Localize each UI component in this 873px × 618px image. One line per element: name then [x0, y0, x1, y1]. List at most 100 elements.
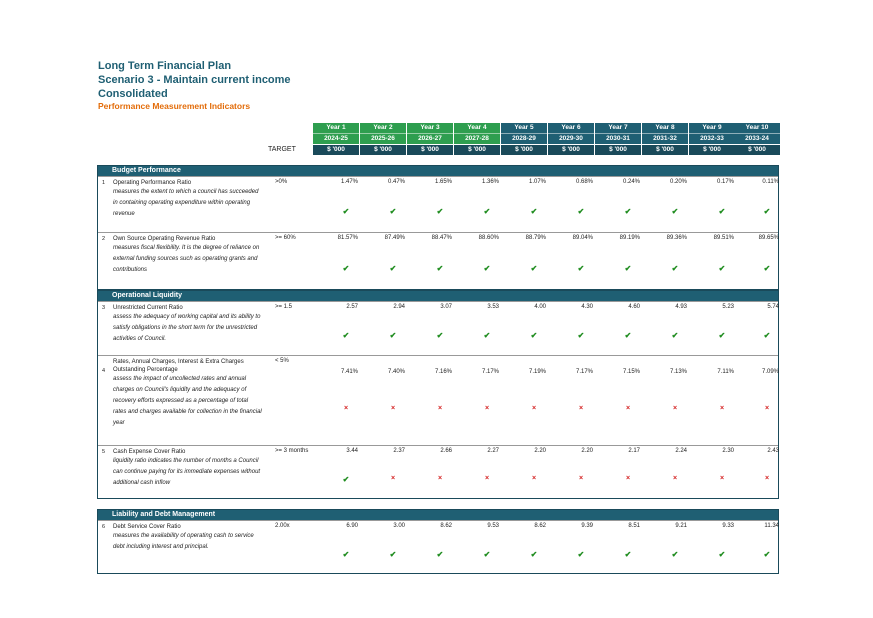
cross-icon: × — [390, 475, 396, 482]
indicator-value: 0.24% — [622, 179, 640, 185]
check-icon: ✔ — [483, 550, 491, 559]
cross-icon: × — [343, 405, 349, 412]
indicator-value: 89.19% — [619, 235, 640, 241]
year-unit: $ '000 — [501, 144, 547, 155]
year-label: Year 7 — [595, 123, 641, 133]
year-unit: $ '000 — [313, 144, 359, 155]
check-icon: ✔ — [718, 331, 726, 340]
indicator-value: 9.53 — [487, 523, 499, 529]
indicator-value: 11.34 — [764, 523, 779, 529]
year-period: 2033-24 — [734, 133, 780, 144]
check-icon: ✔ — [389, 550, 397, 559]
year-period: 2024-25 — [313, 133, 359, 144]
cross-icon: × — [484, 405, 490, 412]
check-icon: ✔ — [624, 331, 632, 340]
year-label: Year 5 — [501, 123, 547, 133]
indicator-description: liquidity ratio indicates the number of … — [113, 458, 261, 486]
check-icon: ✔ — [718, 207, 726, 216]
indicator-description: assess the adequacy of working capital a… — [113, 314, 261, 342]
check-icon: ✔ — [342, 550, 350, 559]
year-label: Year 9 — [689, 123, 735, 133]
indicator-value: 2.17 — [628, 448, 640, 454]
indicator-target: 2.00x — [275, 523, 290, 529]
indicator-name: Debt Service Cover Ratio — [113, 524, 181, 530]
cross-icon: × — [484, 475, 490, 482]
row-number: 6 — [102, 524, 106, 530]
indicator-value: 2.66 — [440, 448, 452, 454]
indicator-value: 4.00 — [534, 304, 546, 310]
indicator-value: 2.43 — [767, 448, 779, 454]
indicator-value: 7.17% — [575, 369, 593, 375]
year-unit: $ '000 — [548, 144, 594, 155]
indicator-description: measures the availability of operating c… — [113, 533, 254, 550]
year-unit: $ '000 — [454, 144, 500, 155]
check-icon: ✔ — [530, 264, 538, 273]
indicator-target: >0% — [275, 179, 288, 185]
check-icon: ✔ — [342, 264, 350, 273]
indicator-value: 7.13% — [669, 369, 687, 375]
check-icon: ✔ — [718, 264, 726, 273]
cross-icon: × — [625, 475, 631, 482]
year-period: 2028-29 — [501, 133, 547, 144]
year-unit: $ '000 — [689, 144, 735, 155]
year-unit: $ '000 — [595, 144, 641, 155]
indicator-value: 5.74 — [767, 304, 779, 310]
indicator-value: 3.00 — [393, 523, 405, 529]
check-icon: ✔ — [671, 550, 679, 559]
check-icon: ✔ — [530, 550, 538, 559]
check-icon: ✔ — [671, 331, 679, 340]
check-icon: ✔ — [436, 264, 444, 273]
row-number: 3 — [102, 305, 106, 311]
indicator-target: >= 60% — [275, 235, 296, 241]
cross-icon: × — [437, 475, 443, 482]
year-period: 2026-27 — [407, 133, 453, 144]
check-icon: ✔ — [671, 264, 679, 273]
cross-icon: × — [578, 405, 584, 412]
target-header: TARGET — [268, 146, 296, 153]
section-title: Operational Liquidity — [98, 291, 778, 301]
section-subtitle: Performance Measurement Indicators — [98, 101, 251, 111]
indicator-value: 2.37 — [393, 448, 405, 454]
indicator-target: < 5% — [275, 358, 289, 364]
indicator-description: measures fiscal flexibility. It is the d… — [113, 245, 260, 273]
check-icon: ✔ — [763, 264, 771, 273]
indicator-value: 1.47% — [340, 179, 358, 185]
check-icon: ✔ — [671, 207, 679, 216]
indicator-name: Rates, Annual Charges, Interest & Extra … — [113, 359, 244, 373]
indicator-name: Operating Performance Ratio — [113, 180, 192, 186]
cross-icon: × — [531, 475, 537, 482]
indicator-value: 3.44 — [346, 448, 358, 454]
indicator-value: 6.90 — [346, 523, 358, 529]
indicator-row: 6 Debt Service Cover Ratio measures the av… — [98, 520, 779, 573]
year-label: Year 8 — [642, 123, 688, 133]
cross-icon: × — [531, 405, 537, 412]
indicator-value: 89.51% — [713, 235, 734, 241]
row-number: 1 — [102, 180, 106, 186]
cross-icon: × — [672, 475, 678, 482]
year-period: 2025-26 — [360, 133, 406, 144]
check-icon: ✔ — [389, 207, 397, 216]
check-icon: ✔ — [577, 264, 585, 273]
year-period: 2029-30 — [548, 133, 594, 144]
indicator-name: Cash Expense Cover Ratio — [113, 449, 186, 455]
check-icon: ✔ — [577, 207, 585, 216]
check-icon: ✔ — [763, 550, 771, 559]
check-icon: ✔ — [436, 207, 444, 216]
indicator-value: 3.07 — [440, 304, 452, 310]
indicator-value: 1.36% — [481, 179, 499, 185]
cross-icon: × — [764, 405, 770, 412]
year-unit: $ '000 — [407, 144, 453, 155]
indicator-value: 4.30 — [581, 304, 593, 310]
indicator-name: Own Source Operating Revenue Ratio — [113, 236, 216, 242]
indicator-value: 9.21 — [675, 523, 687, 529]
check-icon: ✔ — [389, 331, 397, 340]
indicator-value: 1.07% — [528, 179, 546, 185]
indicator-description: assess the impact of uncollected rates a… — [113, 376, 262, 426]
check-icon: ✔ — [436, 331, 444, 340]
